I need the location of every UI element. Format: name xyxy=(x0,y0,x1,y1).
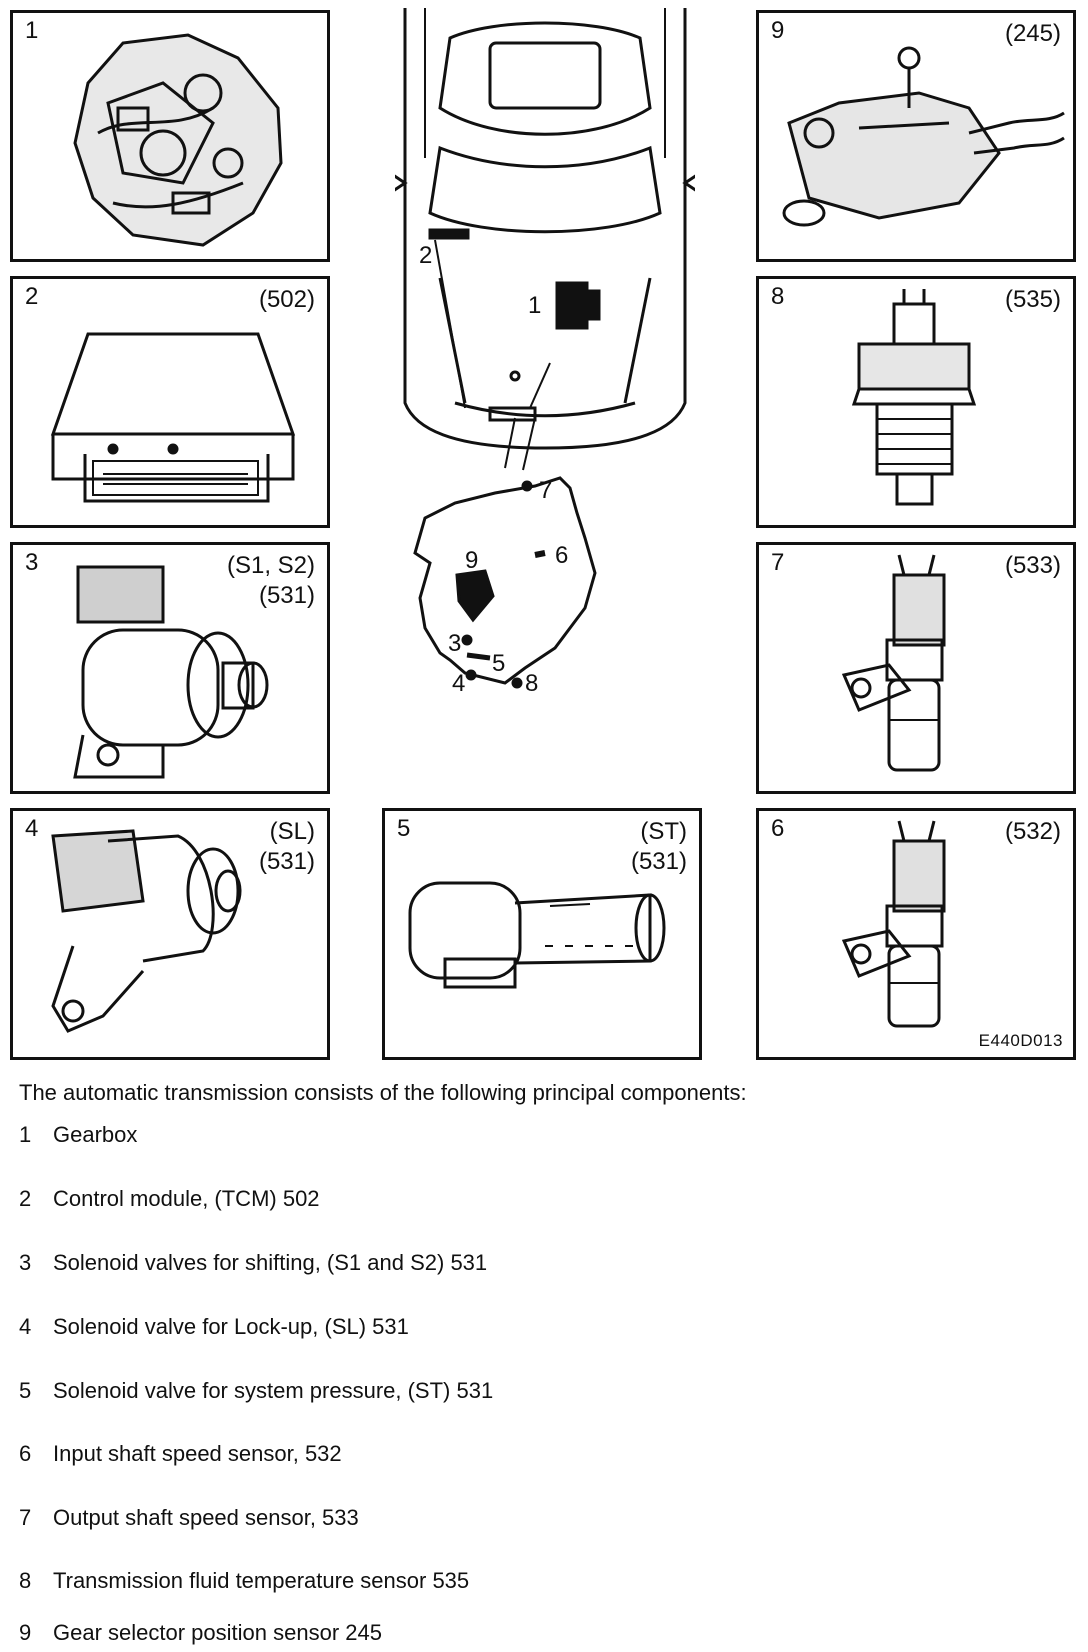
component-code: (535) xyxy=(1004,286,1061,313)
component-text: Gearbox xyxy=(53,1122,138,1147)
component-item: 7 Output shaft speed sensor, 533 xyxy=(19,1507,359,1529)
component-code: (532) xyxy=(1004,818,1061,845)
gearbox-outline xyxy=(413,476,597,685)
temperature-sensor-illustration xyxy=(851,289,977,506)
car-label: 2 xyxy=(419,242,432,269)
component-text: Gear selector position sensor 245 xyxy=(53,1620,382,1645)
figure-id: E440D013 xyxy=(978,1031,1063,1050)
component-code: (533) xyxy=(1004,552,1061,579)
component-number: 5 xyxy=(19,1378,32,1403)
component-item: 5 Solenoid valve for system pressure, (ST… xyxy=(19,1380,493,1402)
gearbox-illustration xyxy=(73,33,283,247)
component-text: Input shaft speed sensor, 532 xyxy=(53,1441,342,1466)
panel-solenoid-s1-s2: 3 (S1, S2) (531) xyxy=(10,542,330,794)
solenoid-pressure-illustration xyxy=(408,881,666,989)
panel-solenoid-sl: 4 (SL) (531) xyxy=(10,808,330,1060)
component-item: 3 Solenoid valves for shifting, (S1 and S… xyxy=(19,1252,487,1274)
component-text: Transmission fluid temperature sensor 53… xyxy=(53,1568,470,1593)
solenoid-shift-illustration xyxy=(73,565,269,779)
panel-number: 1 xyxy=(25,17,39,44)
panel-number: 3 xyxy=(25,549,39,576)
output-speed-sensor-illustration xyxy=(841,554,946,772)
panel-solenoid-st: 5 (ST) (531) xyxy=(382,808,702,1060)
component-text: Solenoid valve for system pressure, (ST)… xyxy=(53,1378,494,1403)
gear-selector-sensor-illustration xyxy=(782,46,1065,227)
panel-number: 2 xyxy=(25,283,39,310)
gearbox-label: 5 xyxy=(492,650,505,677)
panel-temperature-sensor: 8 (535) xyxy=(756,276,1076,528)
code-line: (S1, S2) xyxy=(226,552,315,579)
component-number: 8 xyxy=(19,1568,32,1593)
input-speed-sensor-illustration xyxy=(841,820,946,1028)
car-label: 1 xyxy=(528,292,541,319)
component-item: 6 Input shaft speed sensor, 532 xyxy=(19,1443,342,1465)
panel-number: 4 xyxy=(25,815,39,842)
car-location-diagram: 2 1 7 6 9 3 5 4 8 xyxy=(395,8,695,697)
component-code: (245) xyxy=(1004,20,1061,47)
control-module-illustration xyxy=(50,332,296,503)
gearbox-label: 9 xyxy=(465,547,478,574)
component-item: 8 Transmission fluid temperature sensor 5… xyxy=(19,1570,469,1592)
intro-text: The automatic transmission consists of t… xyxy=(19,1080,747,1105)
component-code: (S1, S2) (531) xyxy=(227,551,315,611)
component-number: 9 xyxy=(19,1620,32,1645)
gearbox-label: 3 xyxy=(448,630,461,657)
panel-number: 6 xyxy=(771,815,785,842)
component-text: Control module, (TCM) 502 xyxy=(53,1186,320,1211)
gearbox-label: 7 xyxy=(539,477,552,504)
panel-output-speed-sensor: 7 (533) xyxy=(756,542,1076,794)
component-number: 1 xyxy=(19,1122,32,1147)
component-code: (ST) (531) xyxy=(631,817,687,877)
code-line: (531) xyxy=(630,848,687,875)
code-line: (SL) xyxy=(269,818,315,845)
code-line: (531) xyxy=(258,848,315,875)
component-text: Solenoid valve for Lock-up, (SL) 531 xyxy=(53,1314,409,1339)
component-item: 4 Solenoid valve for Lock-up, (SL) 531 xyxy=(19,1316,409,1338)
panel-number: 9 xyxy=(771,17,785,44)
component-number: 6 xyxy=(19,1441,32,1466)
car-body-outline xyxy=(403,8,687,450)
gearbox-label: 6 xyxy=(555,542,568,569)
panel-number: 5 xyxy=(397,815,411,842)
component-number: 4 xyxy=(19,1314,32,1339)
component-number: 3 xyxy=(19,1250,32,1275)
panel-control-module: 2 (502) xyxy=(10,276,330,528)
component-item: 9 Gear selector position sensor 245 xyxy=(19,1622,382,1644)
gearbox-label: 8 xyxy=(525,670,538,697)
panel-number: 7 xyxy=(771,549,785,576)
gearbox-label: 4 xyxy=(452,670,465,697)
component-item: 2 Control module, (TCM) 502 xyxy=(19,1188,320,1210)
panel-input-speed-sensor: 6 (532) E440D013 xyxy=(756,808,1076,1060)
component-text: Output shaft speed sensor, 533 xyxy=(53,1505,359,1530)
component-number: 2 xyxy=(19,1186,32,1211)
component-code: (502) xyxy=(258,286,315,313)
solenoid-lockup-illustration xyxy=(51,829,242,1033)
component-item: 1 Gearbox xyxy=(19,1124,137,1146)
code-line: (531) xyxy=(258,582,315,609)
code-line: (ST) xyxy=(640,818,687,845)
component-text: Solenoid valves for shifting, (S1 and S2… xyxy=(53,1250,488,1275)
component-number: 7 xyxy=(19,1505,32,1530)
panel-gear-selector-sensor: 9 (245) xyxy=(756,10,1076,262)
component-code: (SL) (531) xyxy=(259,817,315,877)
panel-number: 8 xyxy=(771,283,785,310)
panel-gearbox: 1 xyxy=(10,10,330,262)
